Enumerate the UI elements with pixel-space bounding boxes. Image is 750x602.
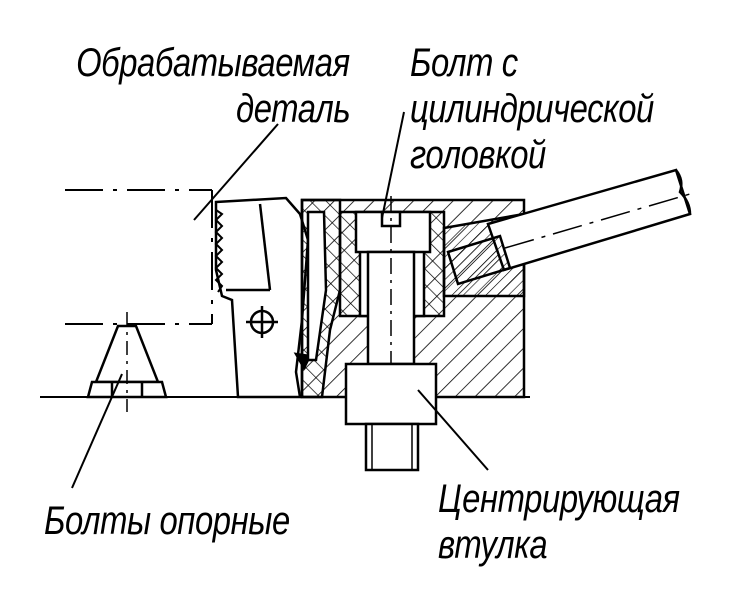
support-bolt xyxy=(86,312,168,412)
workpiece-label-line2: деталь xyxy=(235,87,351,131)
bolt-label-line3: головкой xyxy=(410,133,546,177)
centering-sleeve xyxy=(344,362,438,472)
bolt-label-line2: цилиндрической xyxy=(410,87,654,131)
cylinder-head-bolt xyxy=(354,196,432,470)
support-bolts-label: Болты опорные xyxy=(44,499,290,543)
workpiece-label-line1: Обрабатываемая xyxy=(76,41,350,85)
centering-sleeve-label-line1: Центрирующая xyxy=(438,477,680,521)
hydraulic-pipe xyxy=(446,168,692,286)
centering-sleeve-label-line2: втулка xyxy=(438,523,548,567)
bolt-label-line1: Болт с xyxy=(410,41,518,85)
clamping-jaw xyxy=(214,196,312,399)
workpiece-outline xyxy=(65,189,213,325)
leader-lines xyxy=(71,111,489,489)
